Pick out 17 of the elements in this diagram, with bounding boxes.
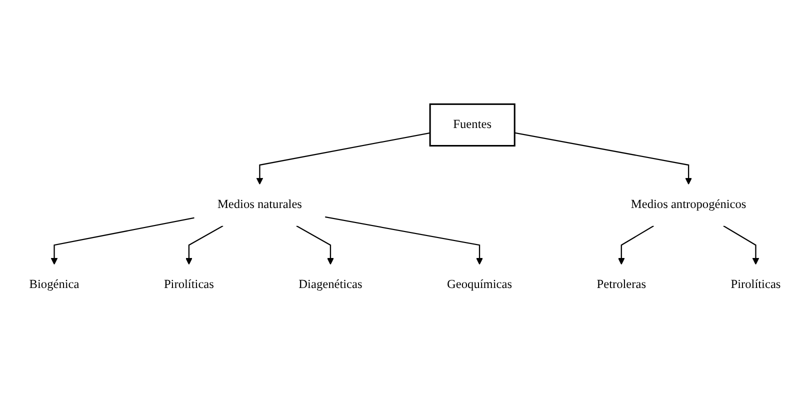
arrow [186,225,224,265]
arrow [50,217,194,265]
node-text: Pirolíticas [730,278,781,292]
node-text: Medios naturales [217,198,302,212]
arrow [514,132,692,184]
node-text: Geoquímicas [447,278,512,292]
node-text: Pirolíticas [164,278,214,292]
arrow [723,225,760,265]
arrow [618,225,654,265]
node-text: Biogénica [29,278,80,292]
node-text: Medios antropogénicos [630,198,746,212]
node-text: Diagenéticas [298,278,362,292]
arrow [256,132,430,184]
node-text: Petroleras [596,278,646,292]
arrow [296,225,334,265]
arrow [324,216,483,265]
node-box: Fuentes [429,103,516,146]
